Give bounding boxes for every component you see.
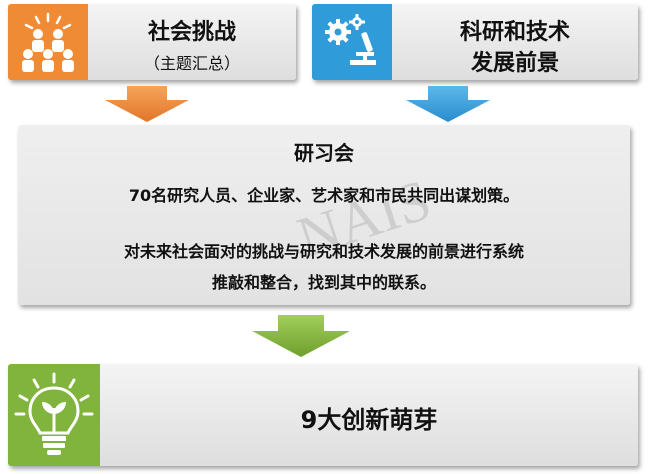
social-challenges-subtitle: （主题汇总） [143,54,240,73]
research-prospects-box: 科研和技术 发展前景 [312,4,638,80]
research-prospects-line1: 科研和技术 [459,20,570,45]
research-prospects-line2: 发展前景 [470,51,559,76]
workshop-line2: 对未来社会面对的挑战与研究和技术发展的前景进行系统 [123,242,524,261]
innovation-sprouts-title: 9大创新萌芽 [300,406,438,434]
orange-down-arrow [105,86,189,122]
people-group-icon [8,4,88,80]
workshop-line1: 70名研究人员、企业家、艺术家和市民共同出谋划策。 [128,186,520,205]
workshop-title: 研习会 [294,141,354,165]
social-challenges-title: 社会挑战 [147,20,236,45]
workshop-line3: 推敲和整合，找到其中的联系。 [211,273,436,292]
social-challenges-box: 社会挑战 （主题汇总） [8,4,296,80]
blue-down-arrow [406,86,490,122]
innovation-sprouts-box: 9大创新萌芽 [8,364,638,466]
lightbulb-sprout-icon [8,364,100,466]
workshop-box: NAIS 研习会 70名研究人员、企业家、艺术家和市民共同出谋划策。 对未来社会… [18,125,630,305]
gears-microscope-icon [312,4,392,80]
green-down-arrow [252,315,350,357]
